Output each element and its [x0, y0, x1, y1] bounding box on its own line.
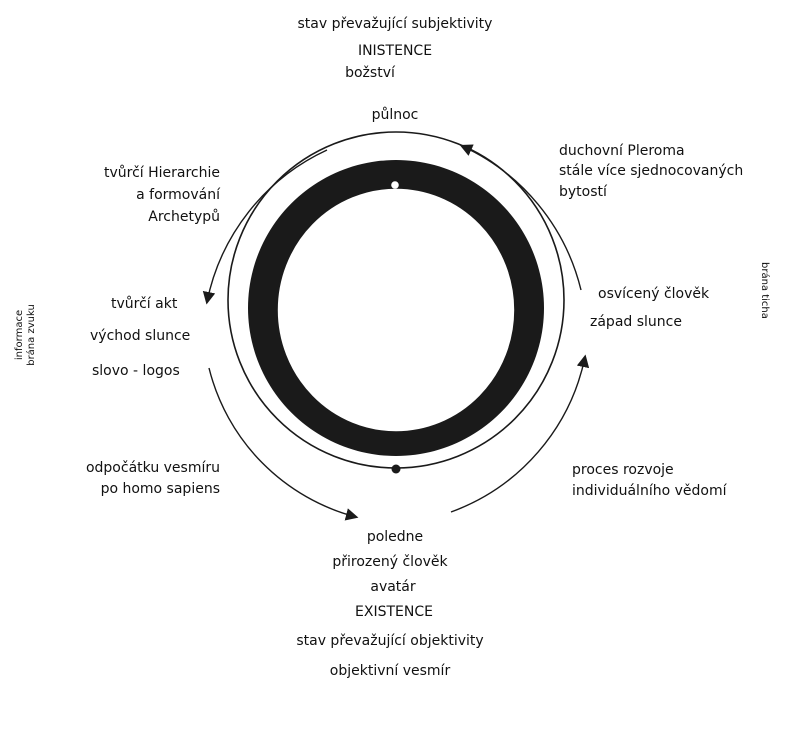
upper-left-archetypu: Archetypů [148, 209, 220, 225]
right-osviceny: osvícený člověk [598, 286, 710, 302]
side-left-label: informace brána zvuku [14, 300, 38, 370]
top-bozstvi: božství [345, 65, 395, 81]
side-left-informace: informace [14, 309, 25, 361]
inner-ring [276, 187, 516, 433]
arrow-arc-upper-left [202, 149, 328, 305]
side-left-brana-zvuku: brána zvuku [26, 304, 37, 366]
left-tvurci-akt: tvůrčí akt [111, 296, 178, 312]
lower-left-odpocatku: odpočátku vesmíru [85, 460, 220, 476]
top-subjectivity: stav převažující subjektivity [297, 16, 493, 32]
top-inistence: INISTENCE [357, 43, 433, 59]
right-zapad-slunce: západ slunce [590, 314, 682, 330]
top-pulnoc: půlnoc [371, 107, 419, 123]
bottom-vesmir: objektivní vesmír [329, 663, 451, 679]
upper-right-pleroma: duchovní Pleroma [559, 143, 685, 159]
top-dot [391, 181, 399, 189]
upper-right-sjednocovanych: stále více sjednocovaných [559, 163, 744, 179]
crescent-band [248, 160, 545, 456]
left-vychod-slunce: východ slunce [90, 328, 191, 344]
bottom-avatar: avatár [370, 579, 416, 595]
bottom-objektivity: stav převažující objektivity [296, 633, 484, 649]
bottom-dot [391, 464, 401, 474]
lower-left-homo-sapiens: po homo sapiens [100, 481, 220, 497]
left-slovo-logos: slovo - logos [92, 363, 180, 379]
side-right-brana-ticha: brána ticha [759, 262, 770, 319]
lower-right-proces: proces rozvoje [572, 462, 674, 478]
arrow-arc-lower-right [450, 354, 590, 513]
upper-left-formovani: a formování [136, 187, 220, 203]
arrow-arc-lower-left [208, 367, 359, 521]
bottom-poledne: poledne [366, 529, 424, 545]
upper-left-hierarchie: tvůrčí Hierarchie [103, 165, 220, 181]
lower-right-vedomi: individuálního vědomí [572, 483, 727, 499]
upper-right-bytosti: bytostí [559, 184, 607, 200]
arrow-arc-upper-right [459, 144, 582, 291]
bottom-prirozeny: přirozený člověk [332, 554, 448, 570]
bottom-existence: EXISTENCE [355, 604, 433, 620]
